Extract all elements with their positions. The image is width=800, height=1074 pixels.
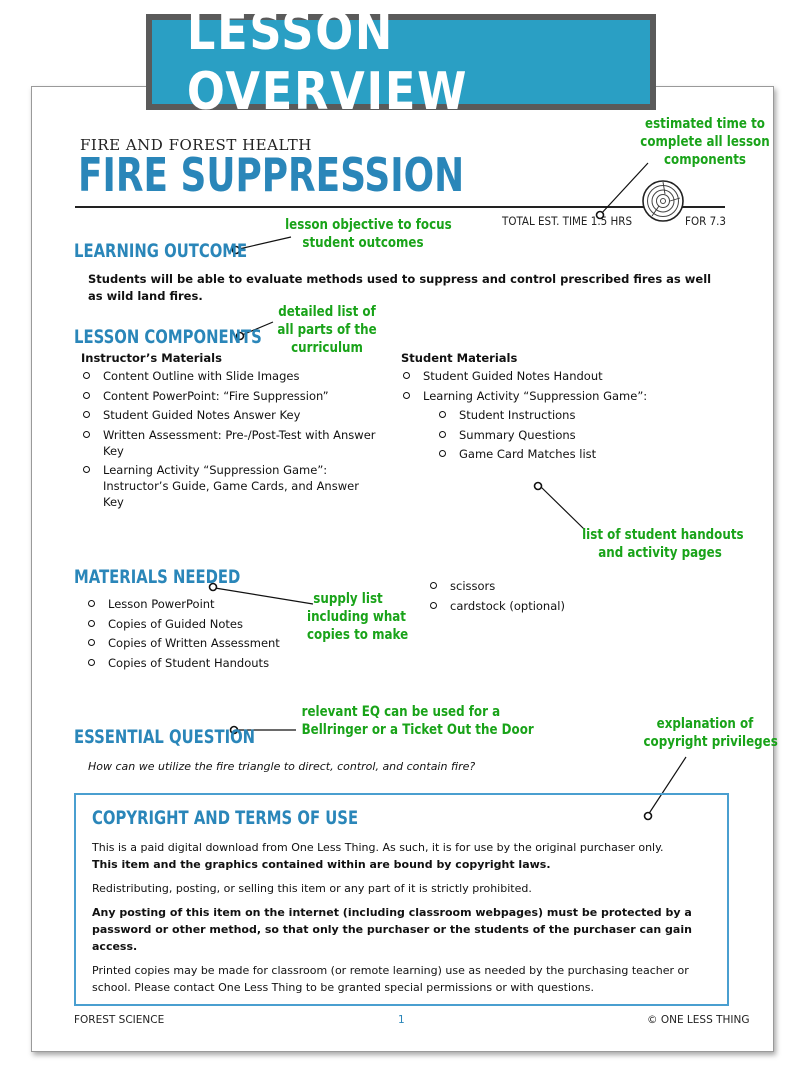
footer-right: © ONE LESS THING [647,1014,750,1026]
copyright-p2: Redistributing, posting, or selling this… [92,882,532,895]
list-item: Student Guided Notes Answer Key [81,407,381,423]
essential-question-heading: ESSENTIAL QUESTION [74,726,256,748]
page-number: 1 [398,1014,405,1026]
document-page [31,86,774,1052]
materials-needed-list-right: scissors cardstock (optional) [428,578,628,617]
title-rule [75,206,725,208]
student-materials: Student Materials Student Guided Notes H… [401,351,701,466]
list-item: Lesson PowerPoint [86,596,306,612]
copyright-heading: COPYRIGHT AND TERMS OF USE [92,807,359,829]
list-item: Summary Questions [437,427,701,443]
copyright-p3: Any posting of this item on the internet… [92,906,692,953]
list-item: Content PowerPoint: “Fire Suppression” [81,388,381,404]
list-item: Copies of Written Assessment [86,635,306,651]
total-time: TOTAL EST. TIME 1.5 HRS [502,214,633,228]
instructor-materials-list: Content Outline with Slide Images Conten… [81,368,381,510]
banner-inner: LESSON OVERVIEW [152,2,650,122]
banner-title: LESSON OVERVIEW [186,2,469,122]
lesson-overview-banner: LESSON OVERVIEW [146,2,656,122]
list-item: scissors [428,578,628,594]
list-item: Learning Activity “Suppression Game”: In… [81,462,381,510]
student-materials-list: Student Guided Notes Handout Learning Ac… [401,368,701,404]
student-materials-sublist: Student Instructions Summary Questions G… [437,407,701,462]
instructor-materials-heading: Instructor’s Materials [81,351,222,365]
lesson-components-heading: LESSON COMPONENTS [74,326,262,348]
category-title: FIRE AND FOREST HEALTH [80,136,312,154]
copyright-paragraph: This is a paid digital download from One… [92,839,711,873]
footer-left: FOREST SCIENCE [74,1014,165,1026]
student-materials-heading: Student Materials [401,351,518,365]
materials-needed-heading: MATERIALS NEEDED [74,566,241,588]
lesson-title: FIRE SUPPRESSION [78,148,465,202]
instructor-materials: Instructor’s Materials Content Outline w… [81,351,381,514]
list-item: cardstock (optional) [428,598,628,614]
essential-question-text: How can we utilize the fire triangle to … [88,760,476,773]
list-item: Written Assessment: Pre-/Post-Test with … [81,427,381,459]
list-item: Content Outline with Slide Images [81,368,381,384]
list-item: Copies of Guided Notes [86,616,306,632]
materials-needed-list-left: Lesson PowerPoint Copies of Guided Notes… [86,596,306,674]
copyright-box: COPYRIGHT AND TERMS OF USE This is a pai… [74,793,729,1006]
learning-outcome-text: Students will be able to evaluate method… [88,272,712,303]
list-item: Copies of Student Handouts [86,655,306,671]
copyright-p4: Printed copies may be made for classroom… [92,964,689,994]
list-item: Student Guided Notes Handout [401,368,701,384]
list-item: Learning Activity “Suppression Game”: [401,388,701,404]
standard-code: FOR 7.3 [685,214,727,228]
tree-rings-icon [642,180,684,222]
list-item: Game Card Matches list [437,446,701,462]
copyright-p1: This is a paid digital download from One… [92,841,664,854]
copyright-p1-bold: This item and the graphics contained wit… [92,858,551,871]
learning-outcome-heading: LEARNING OUTCOME [74,240,248,262]
list-item: Student Instructions [437,407,701,423]
